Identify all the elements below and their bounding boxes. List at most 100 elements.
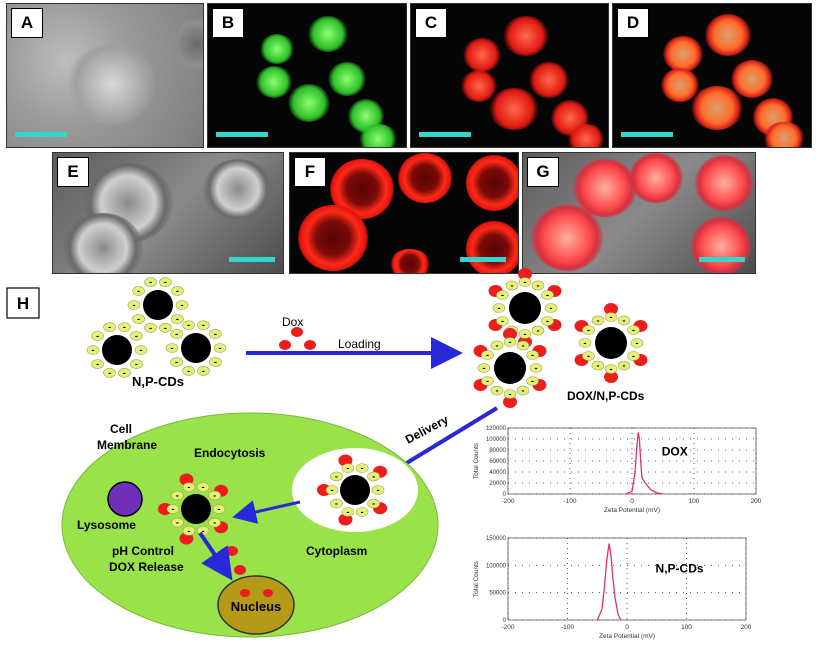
charge-sign: - <box>486 350 489 360</box>
negative-charge <box>503 337 517 347</box>
fluorescent-cell <box>358 124 398 147</box>
charge-sign: - <box>202 366 205 376</box>
negative-charge <box>617 360 631 371</box>
charge-sign: - <box>524 277 527 287</box>
fluorescent-cell <box>298 205 368 271</box>
negative-charge <box>208 490 221 501</box>
charge-sign: - <box>108 322 111 332</box>
negative-charge <box>118 368 131 378</box>
series-label: N,P-CDs <box>656 561 704 575</box>
y-tick-label: 100000 <box>486 563 507 569</box>
charge-sign: - <box>135 359 138 369</box>
negative-charge <box>144 277 157 287</box>
negative-charge <box>127 300 141 310</box>
charge-sign: - <box>597 315 600 325</box>
charge-sign: - <box>149 277 152 287</box>
charge-sign: - <box>187 320 190 330</box>
fluorescent-cell <box>461 70 497 102</box>
negative-charge <box>103 368 116 378</box>
charge-sign: - <box>176 314 179 324</box>
scale-bar <box>699 257 745 262</box>
scale-bar <box>460 257 506 262</box>
lysosome <box>107 481 143 517</box>
charge-sign: - <box>219 343 222 353</box>
carbon-dot <box>181 333 211 363</box>
y-tick-label: 100000 <box>486 437 507 443</box>
negative-charge <box>531 325 545 336</box>
nucleus-dox <box>240 589 250 597</box>
charge-sign: - <box>346 463 349 473</box>
data-series-line <box>596 543 622 621</box>
y-tick-label: 0 <box>503 618 507 624</box>
negative-charge <box>627 351 640 361</box>
charge-sign: - <box>511 280 514 290</box>
panel-label-c: C <box>415 8 447 38</box>
y-axis-label: Total Counts <box>473 560 480 597</box>
charge-sign: - <box>486 376 489 386</box>
dox-label: Dox <box>282 315 303 329</box>
ph-release-arrow <box>198 531 233 581</box>
fluorescent-cell <box>308 16 348 52</box>
charge-sign: - <box>509 389 512 399</box>
charge-sign: - <box>498 303 501 313</box>
negative-charge <box>213 343 227 353</box>
ph-control-label: pH Control <box>112 544 174 558</box>
negative-charge <box>171 314 184 324</box>
loading-label: Loading <box>338 337 381 351</box>
negative-charge <box>175 300 189 310</box>
negative-charge <box>582 325 595 335</box>
charge-sign: - <box>164 323 167 333</box>
negative-charge <box>627 325 640 335</box>
x-axis-label: Zeta Potential (mV) <box>604 507 660 514</box>
scale-bar <box>229 257 275 262</box>
negative-charge <box>159 277 172 287</box>
x-tick-label: 0 <box>625 624 629 631</box>
carbon-dot <box>494 352 526 384</box>
y-tick-label: 80000 <box>489 448 506 454</box>
nucleus <box>217 575 295 635</box>
charge-sign: - <box>587 351 590 361</box>
negative-charge <box>492 303 506 313</box>
charge-sign: - <box>546 290 549 300</box>
dox-molecule <box>279 340 291 350</box>
y-tick-label: 60000 <box>489 459 506 465</box>
cell-shadow <box>177 14 203 74</box>
negative-charge <box>166 504 180 514</box>
carbon-dot <box>143 290 173 320</box>
charge-sign: - <box>531 376 534 386</box>
panel-c-red-fluorescence: C <box>410 3 609 148</box>
charge-sign: - <box>214 329 217 339</box>
charge-sign: - <box>213 518 216 528</box>
charge-sign: - <box>587 325 590 335</box>
negative-charge <box>209 329 222 339</box>
charge-sign: - <box>531 350 534 360</box>
y-tick-label: 50000 <box>489 591 506 597</box>
dox-molecule <box>304 340 316 350</box>
charge-sign: - <box>331 485 334 495</box>
charge-sign: - <box>202 482 205 492</box>
charge-sign: - <box>123 322 126 332</box>
data-series-line <box>625 432 664 495</box>
negative-charge <box>132 314 145 324</box>
scale-bar <box>621 132 673 137</box>
charge-sign: - <box>632 325 635 335</box>
charge-sign: - <box>213 490 216 500</box>
charge-sign: - <box>133 300 136 310</box>
negative-charge <box>578 338 592 348</box>
charge-sign: - <box>623 361 626 371</box>
carbon-dot <box>509 292 541 324</box>
x-tick-label: 200 <box>751 498 762 505</box>
negative-charge <box>518 277 532 287</box>
negative-charge <box>516 385 530 396</box>
x-tick-label: -100 <box>563 498 576 505</box>
dox-molecule <box>503 328 517 340</box>
np-cds-label: N,P-CDs <box>132 374 184 389</box>
fluorescent-cell <box>398 153 452 203</box>
panel-f-red-fluorescence: F <box>289 152 519 274</box>
fluorescent-cell <box>691 86 743 130</box>
cell-membrane-label: Cell <box>110 422 132 436</box>
negative-charge <box>531 280 545 291</box>
charge-sign: - <box>96 331 99 341</box>
panel-label-d: D <box>617 8 649 38</box>
